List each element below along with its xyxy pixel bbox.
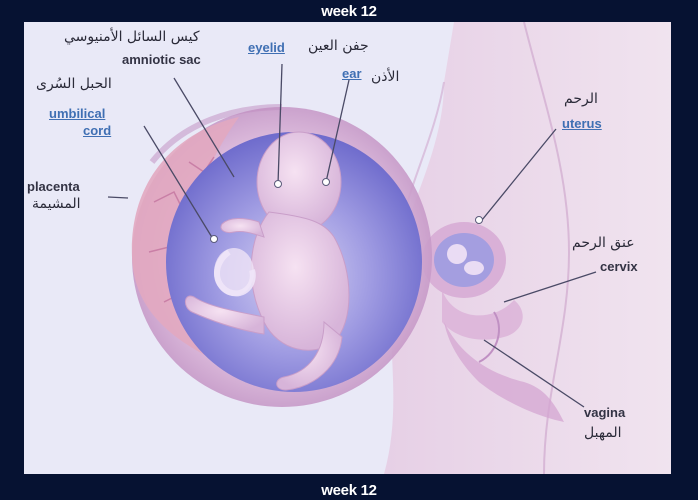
ear-label-ar: الأذن [371,69,400,85]
umbilical-cord-shape [214,249,256,297]
uterus-label-ar: الرحم [564,91,598,107]
placenta-label-ar: المشيمة [32,196,81,212]
illustration-panel: كيس السائل الأمنيوسي amniotic sac eyelid… [24,22,671,474]
ear-label-en: ear [342,66,362,81]
uterus-pointer-dot [475,216,483,224]
cervix-label-ar: عنق الرحم [572,235,635,251]
fetus [185,131,350,391]
ear-pointer-dot [322,178,330,186]
eyelid-label-en: eyelid [248,40,285,55]
placenta-label-en: placenta [27,179,80,194]
amniotic-sac-label-en: amniotic sac [122,52,201,67]
uterus-label-en: uterus [562,116,602,131]
vagina-label-ar: المهبل [584,425,622,441]
umbilical-cord-label-ar: الحبل السُرى [36,76,112,92]
umbilical-cord-label-en-2: cord [83,123,112,138]
umbilical-cord-pointer-dot [210,235,218,243]
umbilical-cord-label-en-1: umbilical [49,106,106,121]
eyelid-label-ar: جفن العين [308,38,369,54]
caption-bottom: week 12 [321,482,377,499]
anatomy-illustration [107,22,671,474]
caption-top: week 12 [321,3,377,20]
cervix-label-en: cervix [600,259,638,274]
eyelid-pointer-dot [274,180,282,188]
vagina-shape [444,322,564,422]
amniotic-sac-label-ar: كيس السائل الأمنيوسي [64,29,200,45]
vagina-label-en: vagina [584,405,626,420]
leader-lines [107,63,597,408]
cervix-shape [442,290,523,340]
body-silhouette [384,22,671,474]
